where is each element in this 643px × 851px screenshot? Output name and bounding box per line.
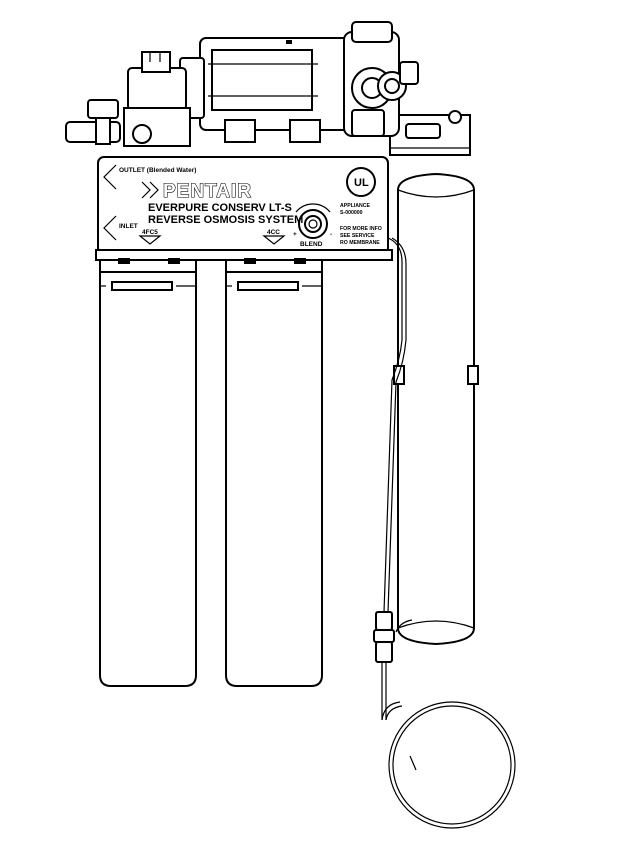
prefilter-label: 4FC5	[142, 229, 158, 236]
info-line-2: SEE SERVICE	[340, 233, 375, 239]
brand-name: PENTAIR	[163, 181, 252, 202]
pump-motor	[179, 21, 419, 143]
inlet-arrow-icon	[103, 215, 117, 241]
filter-heads	[99, 258, 323, 273]
model-line-2: REVERSE OSMOSIS SYSTEM	[148, 214, 303, 226]
appliance-line-2: S-000000	[340, 210, 363, 216]
tubing	[373, 237, 413, 720]
mounting-bracket	[389, 110, 471, 156]
info-line-3: RO MEMBRANE	[340, 240, 380, 246]
blend-label: BLEND	[300, 241, 323, 248]
outlet-arrow-icon	[103, 164, 117, 190]
ro-membrane-vessel	[393, 172, 479, 646]
postfilter-cartridge	[225, 271, 323, 687]
label-panel: OUTLET (Blended Water) INLET PENTAIR EVE…	[95, 156, 393, 261]
ul-mark-icon	[346, 167, 376, 197]
pentair-logo-icon	[141, 181, 151, 199]
blend-minus: -	[330, 231, 332, 238]
blend-knob	[295, 203, 331, 239]
inlet-label: INLET	[119, 223, 138, 230]
inlet-fittings	[65, 51, 441, 147]
postfilter-label: 4CC	[267, 229, 280, 236]
appliance-line-1: APPLIANCE	[340, 203, 371, 209]
coiled-tube	[381, 701, 516, 829]
ul-mark-text: UL	[354, 177, 369, 189]
prefilter-cartridge	[99, 271, 197, 687]
info-line-1: FOR MORE INFO	[340, 226, 382, 232]
model-line-1: EVERPURE CONSERV LT-S	[148, 202, 292, 214]
tube-fitting	[375, 611, 393, 631]
postfilter-arrow-icon	[262, 235, 286, 245]
blend-plus: +	[293, 231, 297, 238]
prefilter-arrow-icon	[138, 235, 162, 245]
outlet-label: OUTLET (Blended Water)	[119, 167, 196, 174]
